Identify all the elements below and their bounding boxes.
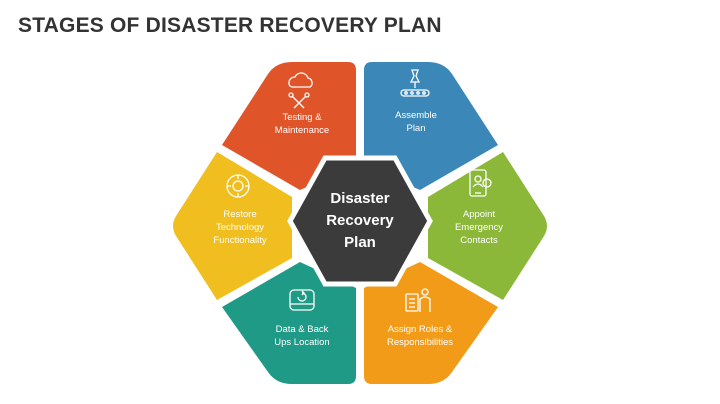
segment-assign-roles: Assign Roles & Responsibilities bbox=[364, 262, 498, 384]
center-label-line2: Recovery bbox=[326, 212, 394, 229]
segment-label-line2: Plan bbox=[406, 123, 425, 134]
center-hub: Disaster Recovery Plan bbox=[287, 155, 433, 287]
segment-label-line3: Functionality bbox=[213, 235, 267, 246]
segment-shape bbox=[428, 152, 547, 300]
segment-shape bbox=[222, 262, 356, 384]
segment-label-line2: Technology bbox=[216, 222, 264, 233]
center-hexagon bbox=[287, 155, 433, 287]
slide-title: STAGES OF DISASTER RECOVERY PLAN bbox=[18, 14, 442, 37]
segment-shape bbox=[173, 152, 292, 300]
segment-label-line1: Appoint bbox=[463, 209, 496, 220]
assembly-line-robot-icon bbox=[400, 69, 430, 97]
restore-cog-icon bbox=[226, 174, 250, 198]
segment-label-line2: Ups Location bbox=[274, 337, 329, 348]
center-label-line1: Disaster bbox=[330, 190, 389, 207]
person-checklist-icon bbox=[405, 288, 431, 312]
backup-drive-icon bbox=[289, 289, 315, 311]
segment-label-line2: Emergency bbox=[455, 222, 503, 233]
segment-restore-technology: Restore Technology Functionality bbox=[173, 152, 292, 300]
segment-label-line2: Responsibilities bbox=[387, 337, 453, 348]
phone-contact-icon bbox=[469, 169, 492, 197]
segment-label-line1: Assemble bbox=[395, 110, 437, 121]
segment-appoint-emergency-contacts: Appoint Emergency Contacts bbox=[428, 152, 547, 300]
center-label-line3: Plan bbox=[344, 234, 376, 251]
segment-label-line1: Restore bbox=[223, 209, 256, 220]
segment-shape bbox=[364, 262, 498, 384]
segment-label-line1: Assign Roles & bbox=[388, 324, 453, 335]
segment-label-line1: Data & Back bbox=[276, 324, 329, 335]
segment-label-line1: Testing & bbox=[282, 112, 322, 123]
gear-wrench-cloud-icon bbox=[288, 72, 313, 109]
segment-label-line2: Maintenance bbox=[275, 125, 329, 136]
segment-label-line3: Contacts bbox=[460, 235, 498, 246]
segment-data-backups: Data & Back Ups Location bbox=[222, 262, 356, 384]
